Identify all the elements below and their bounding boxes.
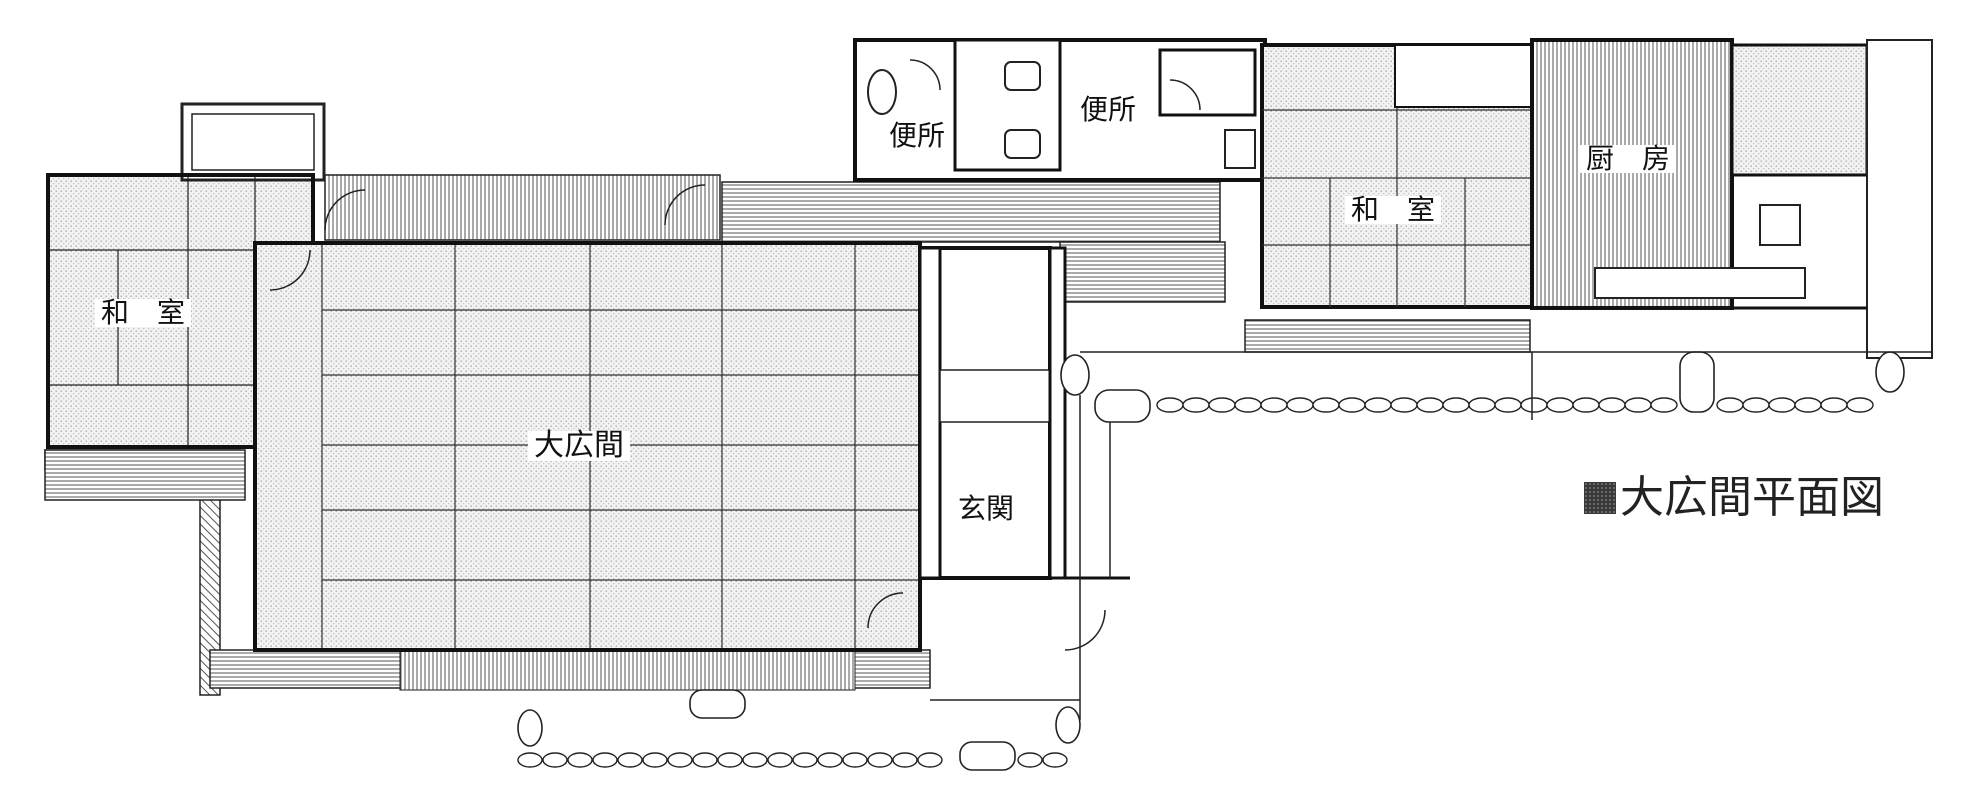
- stone-path-bottom: [517, 752, 1068, 768]
- chubo: [1530, 38, 1933, 359]
- corridor: [324, 174, 1531, 353]
- ohiroma: [209, 241, 931, 691]
- site-lines: [930, 351, 1932, 720]
- figure-title: 大広間平面図: [1584, 476, 1884, 520]
- room-label-benjo-2: 便所: [1074, 96, 1143, 124]
- room-label-genkan: 玄関: [952, 495, 1021, 523]
- room-label-washitsu-right: 和 室: [1345, 196, 1442, 224]
- figure-title-text: 大広間平面図: [1620, 472, 1884, 523]
- room-label-benjo-1: 便所: [883, 122, 952, 150]
- room-label-washitsu-left: 和 室: [95, 299, 192, 327]
- genkan: [918, 246, 1130, 580]
- room-label-ohiroma: 大広間: [528, 431, 630, 461]
- stepping-stones: [517, 351, 1905, 771]
- door-swings: [269, 59, 1201, 651]
- room-label-chubo: 厨 房: [1580, 145, 1677, 173]
- stone-path-top: [1156, 397, 1874, 413]
- washitsu-right: [1260, 43, 1534, 309]
- legend-swatch-icon: [1584, 482, 1616, 514]
